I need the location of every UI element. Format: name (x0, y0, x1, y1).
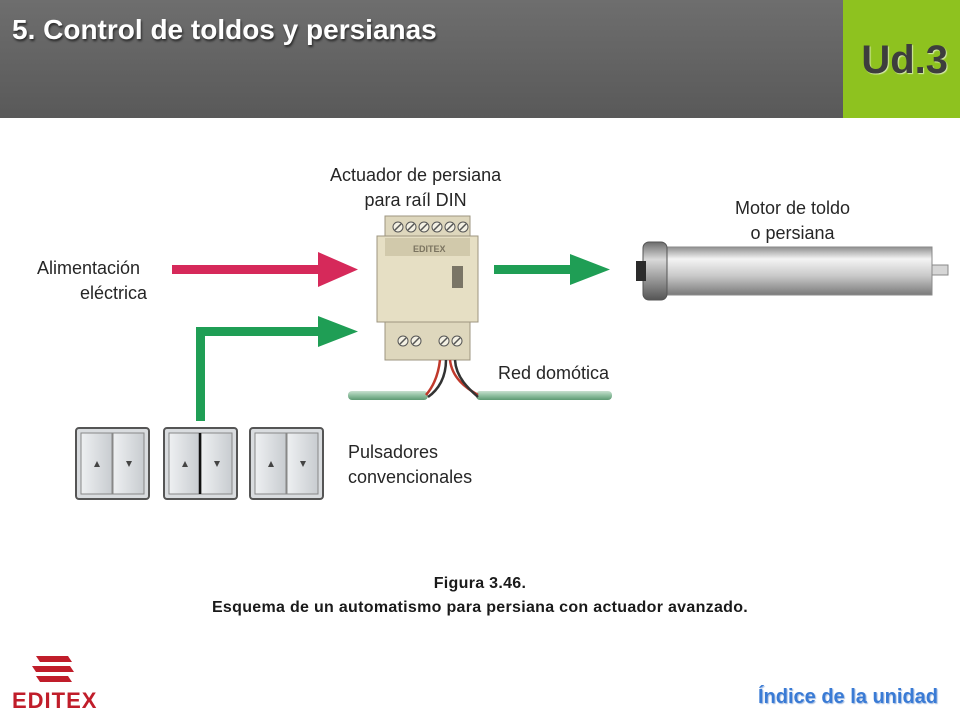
unit-label: Ud.3 (861, 38, 948, 82)
power-label-line-2: eléctrica (80, 283, 148, 303)
editex-logo-icon (32, 656, 74, 682)
motor-label-line-2: o persiana (750, 223, 835, 243)
slide-title: 5. Control de toldos y persianas (12, 14, 437, 45)
power-label: Alimentación eléctrica (37, 256, 147, 306)
actuator-label-line-2: para raíl DIN (364, 190, 467, 210)
unit-badge: Ud.3 (843, 0, 960, 118)
automation-diagram: EDITEX (75, 215, 949, 500)
control-arrow (196, 316, 358, 421)
din-actuator: EDITEX (376, 215, 479, 361)
output-arrow (494, 254, 610, 285)
actuator-label: Actuador de persiana para raíl DIN (330, 163, 501, 213)
push-button-panel-2 (163, 427, 238, 500)
push-button-panel-3 (249, 427, 324, 500)
slide-header: 5. Control de toldos y persianas (0, 0, 843, 118)
power-arrow (172, 252, 358, 287)
bus-cable (348, 359, 612, 400)
actuator-brand: EDITEX (413, 244, 446, 254)
index-link[interactable]: Índice de la unidad (757, 686, 938, 708)
buttons-label-line-2: convencionales (348, 467, 473, 487)
logo-text: EDITEX (12, 688, 98, 713)
tubular-motor (636, 241, 949, 301)
figure-number: Figura 3.46. (433, 575, 527, 592)
bus-label: Red domótica (498, 363, 610, 383)
push-button-panel-1 (75, 427, 150, 500)
motor-label: Motor de toldo o persiana (735, 196, 850, 246)
motor-label-line-1: Motor de toldo (735, 198, 851, 218)
figure-description: Esquema de un automatismo para persiana … (211, 599, 749, 616)
figure-caption: Figura 3.46. Esquema de un automatismo p… (0, 572, 960, 620)
buttons-label: Pulsadores convencionales (348, 440, 472, 490)
power-label-line-1: Alimentación (37, 258, 141, 278)
actuator-label-line-1: Actuador de persiana (330, 165, 502, 185)
buttons-label-line-1: Pulsadores (348, 442, 439, 462)
